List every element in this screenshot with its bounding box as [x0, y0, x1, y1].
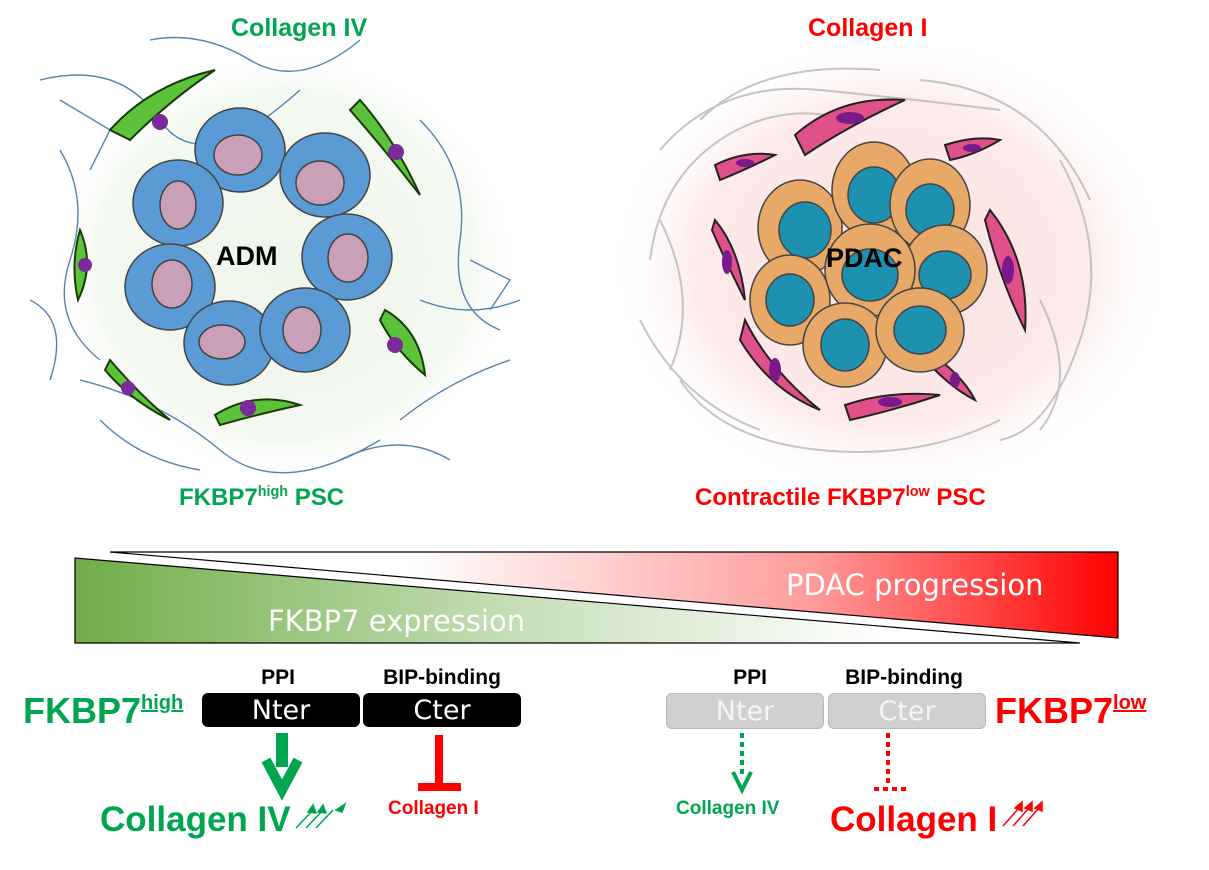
psc-nuclei	[78, 114, 404, 416]
fkbp7-expression-label: FKBP7 expression	[268, 604, 526, 638]
bip-binding-label: BIP-binding	[845, 666, 963, 689]
left-arrows	[261, 733, 461, 829]
collagen-iv-up-arrows-icon	[295, 802, 347, 829]
fkbp7-high-label: FKBP7high	[23, 690, 183, 732]
adm-label: ADM	[216, 241, 278, 271]
collagen-i-result-large: Collagen I	[830, 800, 998, 839]
fkbp7-prefix: FKBP7	[995, 690, 1114, 731]
contractile-fkbp7-low-psc-label: Contractile FKBP7low PSC	[695, 484, 986, 512]
fkbp7-high-psc-cells	[73, 69, 427, 427]
pdac-progression-wedge	[109, 551, 1119, 639]
psc-prefix: FKBP7	[179, 484, 258, 511]
collagen-iv-result-large: Collagen IV	[100, 800, 291, 839]
cter-domain-box-faded: Cter	[828, 693, 986, 729]
psc-sup: high	[257, 484, 289, 500]
psc-prefix: Contractile FKBP7	[695, 484, 906, 511]
pdac-label: PDAC	[826, 243, 903, 273]
bip-binding-label: BIP-binding	[383, 666, 501, 689]
collagen-iv-title: Collagen IV	[231, 14, 368, 42]
acinar-cells	[124, 107, 393, 386]
collagen-i-weak-inhibition-dashed	[874, 733, 906, 791]
ppi-label: PPI	[733, 666, 767, 689]
ppi-label: PPI	[261, 666, 295, 689]
collagen-i-inhibition-bar	[418, 735, 461, 791]
adm-niche-illustration	[29, 36, 521, 480]
psc-suffix: PSC	[929, 484, 986, 511]
collagen-iv-activation-arrow	[261, 733, 303, 801]
nter-domain-box: Nter	[202, 693, 360, 727]
cter-domain-box: Cter	[363, 693, 521, 727]
collagen-i-up-arrows-icon	[1002, 800, 1043, 827]
psc-sup: low	[905, 484, 930, 500]
fkbp7-sup: low	[1113, 692, 1147, 714]
collagen-i-result-small: Collagen I	[388, 798, 479, 819]
collagen-i-title: Collagen I	[808, 14, 928, 42]
pdac-niche-illustration	[610, 35, 1170, 495]
fkbp7-low-label: FKBP7low	[995, 690, 1146, 732]
pdac-progression-label: PDAC progression	[786, 568, 1044, 602]
collagen-i-fibers	[639, 67, 1093, 453]
pdac-tumor-cells	[749, 141, 988, 388]
fkbp7-expression-wedge	[74, 557, 1081, 644]
collagen-iv-weak-arrow-dashed	[731, 733, 753, 795]
fkbp7-prefix: FKBP7	[23, 690, 142, 731]
fkbp7-high-psc-label: FKBP7high PSC	[179, 484, 344, 512]
gradient-bar	[74, 551, 1119, 644]
psc-suffix: PSC	[288, 484, 345, 511]
caf-nuclei	[722, 112, 1014, 407]
right-arrows	[731, 733, 1043, 827]
nter-domain-box-faded: Nter	[666, 693, 824, 729]
collagen-iv-result-small: Collagen IV	[676, 798, 780, 819]
fkbp7-sup: high	[141, 692, 184, 714]
